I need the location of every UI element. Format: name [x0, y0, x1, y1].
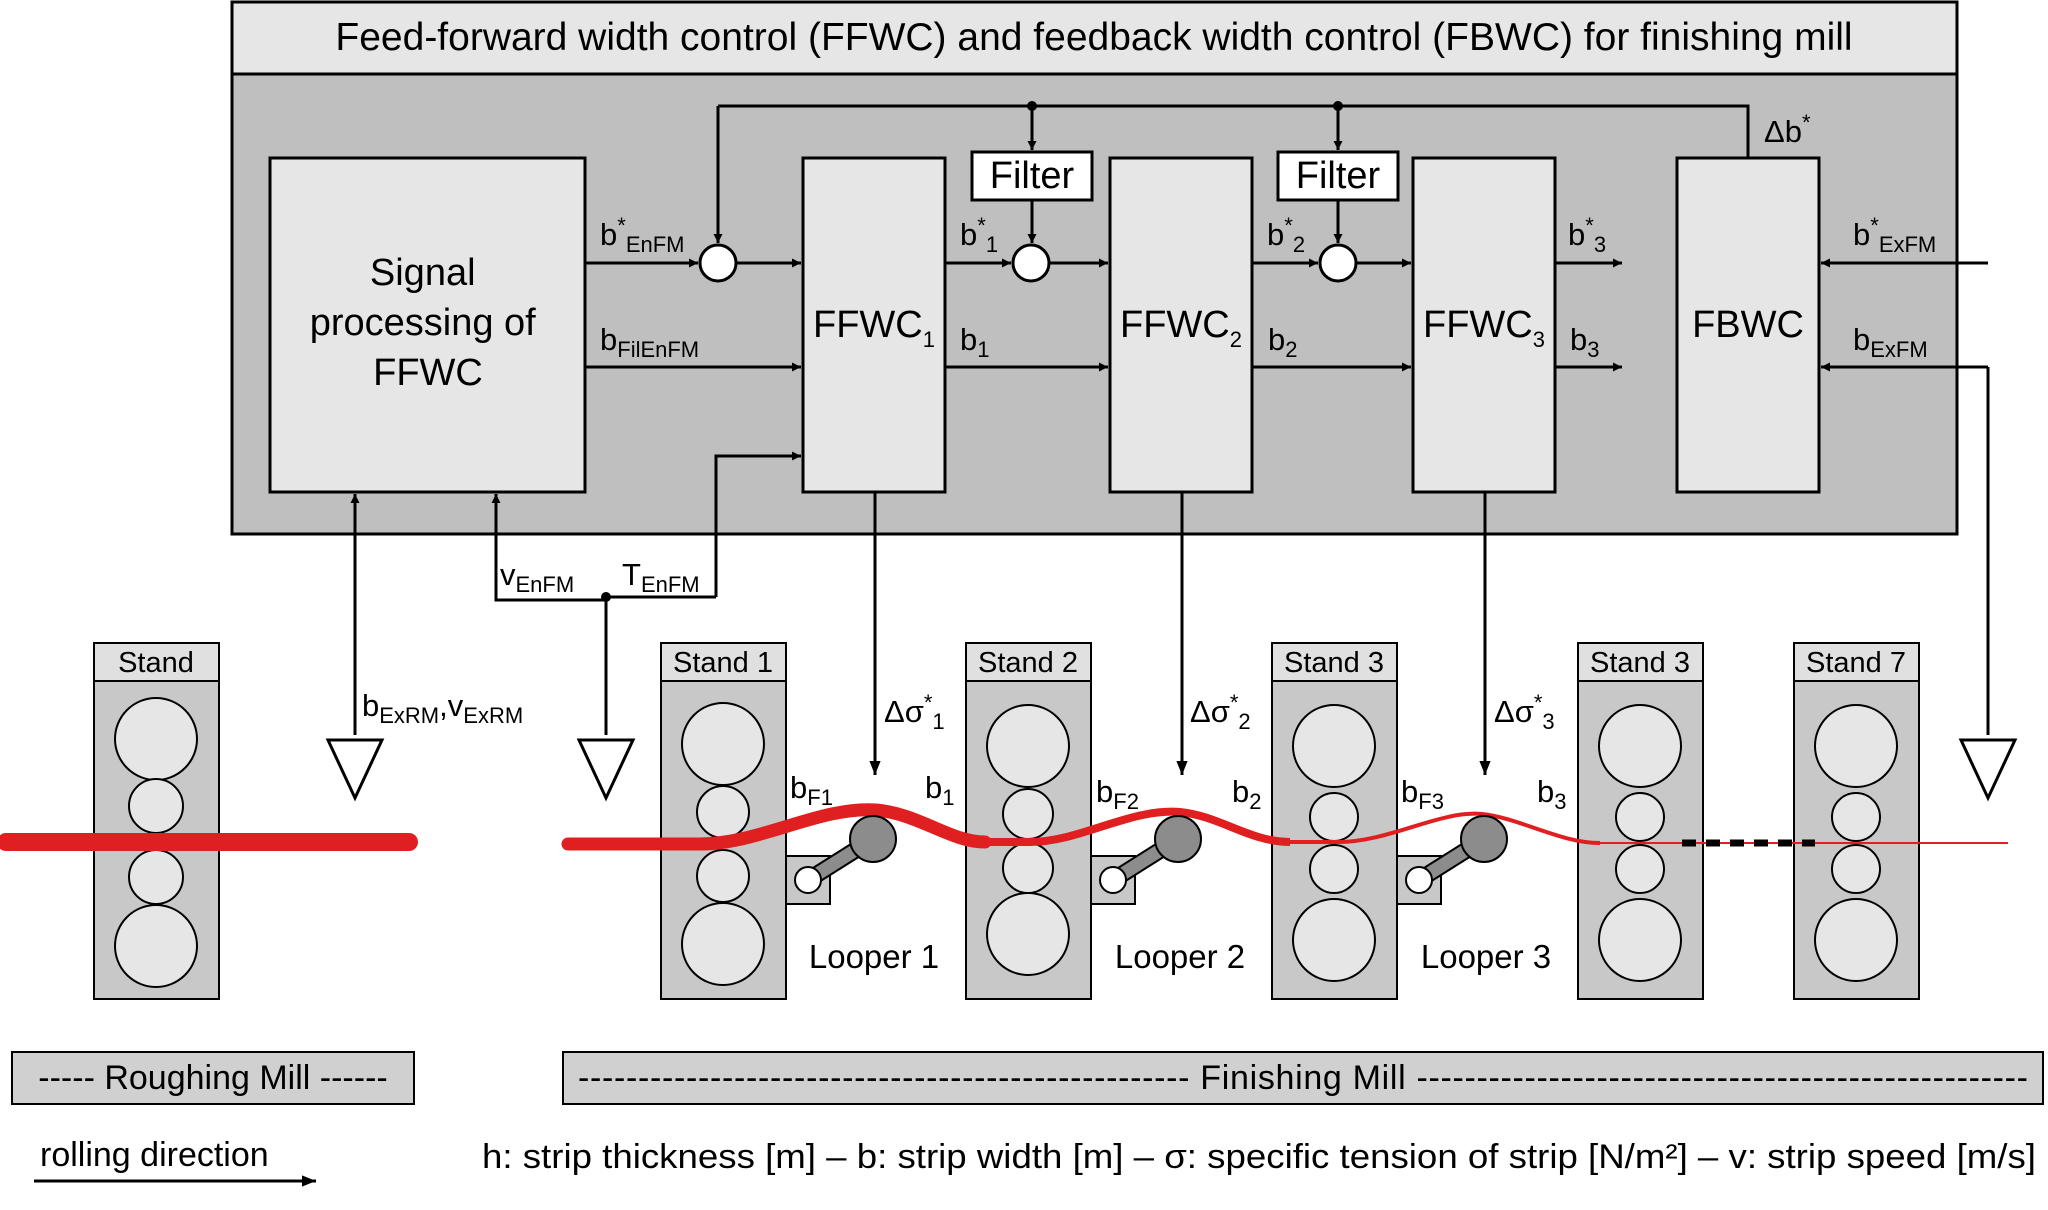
svg-text:FFWC1: FFWC1	[813, 304, 935, 352]
sum-junction-1	[698, 243, 738, 283]
filter2-block: Filter	[1276, 150, 1400, 202]
svg-text:Looper 3: Looper 3	[1421, 938, 1551, 975]
label-b-1: b1	[960, 322, 990, 362]
strip	[0, 803, 2008, 851]
label-b-star-2: b*2	[1267, 213, 1305, 257]
title-bar	[230, 0, 1959, 76]
label-strip-b-f1: bF1	[790, 770, 833, 810]
svg-text:Looper 2: Looper 2	[1115, 938, 1245, 975]
stand-roughing: Stand	[93, 642, 220, 1000]
stand-2: Stand 2	[965, 642, 1092, 1000]
ffwc2-block: FFWC2	[1108, 156, 1254, 494]
filter1-block: Filter	[970, 150, 1094, 202]
symbol-legend: h: strip thickness [m] – b: strip width …	[482, 1138, 2036, 1176]
ffwc3-block: FFWC3	[1411, 156, 1557, 494]
stand-7: Stand 7	[1793, 642, 1920, 1000]
diagram-title: Feed-forward width control (FFWC) and fe…	[335, 16, 1852, 59]
strip-segment-2	[985, 807, 1291, 846]
label-delta-sigma-1: Δσ*1	[884, 690, 945, 734]
stand-1: Stand 1	[660, 642, 787, 1000]
svg-text:----- Roughing Mill ------: ----- Roughing Mill ------	[38, 1059, 387, 1097]
svg-text:Signal processing of: Signal processing of FFWC	[310, 252, 547, 394]
svg-text:Filter: Filter	[990, 155, 1075, 197]
label-b-star-exfm: b*ExFM	[1853, 213, 1936, 257]
svg-text:Filter: Filter	[1296, 155, 1381, 197]
svg-text:Stand 3: Stand 3	[1284, 647, 1384, 679]
svg-text:Looper 1: Looper 1	[809, 938, 939, 975]
strip-segment-3	[1290, 811, 1601, 845]
label-strip-b-f3: bF3	[1401, 774, 1444, 814]
label-strip-b-1: b1	[925, 770, 955, 810]
ffwc1-block: FFWC1	[801, 156, 947, 494]
signal-wires	[350, 101, 1990, 775]
label-b-star-3: b*3	[1568, 213, 1606, 257]
label-strip-b-f2: bF2	[1096, 774, 1139, 814]
svg-text:Stand 7: Stand 7	[1806, 647, 1906, 679]
label-b-star-1: b*1	[960, 213, 998, 257]
label-strip-b-2: b2	[1232, 774, 1262, 814]
signal-labels: b*EnFM bFilEnFM b*1 b1 b*2 b2 b*3 b3 b*E…	[362, 110, 1936, 814]
label-delta-sigma-2: Δσ*2	[1190, 690, 1251, 734]
svg-text:Stand: Stand	[118, 647, 194, 679]
fbwc-block: FBWC	[1675, 156, 1821, 494]
rolling-direction: rolling direction	[34, 1136, 316, 1187]
sensor-roughing-exit	[325, 738, 385, 802]
label-delta-sigma-3: Δσ*3	[1494, 690, 1555, 734]
label-b-filenfm: bFilEnFM	[600, 322, 699, 362]
sensor-finishing-entry	[576, 738, 636, 802]
stand-3: Stand 3	[1271, 642, 1398, 1000]
signal-processing-block: Signal processing of FFWC	[268, 156, 587, 494]
svg-text:rolling direction: rolling direction	[40, 1136, 269, 1174]
svg-text:FBWC: FBWC	[1692, 304, 1804, 346]
label-b-3: b3	[1570, 322, 1600, 362]
strip-segment-1	[561, 803, 992, 851]
label-strip-b-3: b3	[1537, 774, 1567, 814]
svg-text:FFWC3: FFWC3	[1423, 304, 1545, 352]
svg-text:Stand 2: Stand 2	[978, 647, 1078, 679]
sum-junction-2	[1011, 243, 1051, 283]
looper-3: Looper 3	[1396, 815, 1551, 975]
sum-junction-3	[1318, 243, 1358, 283]
sensor-finishing-exit	[1958, 738, 2018, 802]
label-v-enfm: vEnFM	[500, 557, 574, 597]
label-t-enfm: TEnFM	[622, 557, 700, 597]
label-b-star-enfm: b*EnFM	[600, 213, 685, 257]
label-b-2: b2	[1268, 322, 1298, 362]
stand-4: Stand 3	[1577, 642, 1704, 1000]
svg-text:Stand 1: Stand 1	[673, 647, 773, 679]
roughing-mill-band: ----- Roughing Mill ------	[11, 1051, 415, 1105]
label-b-exrm-v-exrm: bExRM,vExRM	[362, 688, 523, 728]
svg-text:------------------------------: ----------------------------------------…	[578, 1059, 2028, 1097]
finishing-mill-band: ----------------------------------------…	[562, 1051, 2044, 1105]
looper-2: Looper 2	[1090, 815, 1245, 975]
svg-text:FFWC2: FFWC2	[1120, 304, 1242, 352]
looper-1: Looper 1	[785, 815, 939, 975]
label-delta-b-star: Δb*	[1764, 110, 1811, 149]
svg-text:Stand 3: Stand 3	[1590, 647, 1690, 679]
label-b-exfm: bExFM	[1853, 322, 1928, 362]
